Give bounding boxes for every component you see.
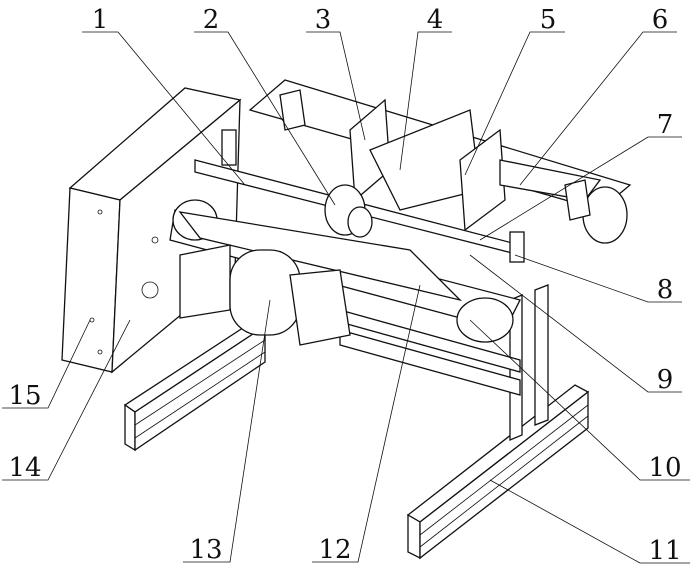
aluminum-frame <box>123 284 590 560</box>
label-4: 4 <box>427 5 444 35</box>
leader-lines <box>2 31 690 564</box>
label-3: 3 <box>315 5 332 35</box>
label-13: 13 <box>189 535 222 565</box>
label-12: 12 <box>318 535 351 565</box>
label-8: 8 <box>657 275 674 305</box>
motor <box>179 244 351 346</box>
label-9: 9 <box>657 365 674 395</box>
label-1: 1 <box>92 5 109 35</box>
label-14: 14 <box>8 453 41 483</box>
label-2: 2 <box>203 5 220 35</box>
shaft-roller <box>194 89 591 263</box>
label-15: 15 <box>8 381 41 411</box>
label-5: 5 <box>540 5 557 35</box>
label-6: 6 <box>652 5 669 35</box>
label-11: 11 <box>648 536 681 566</box>
label-7: 7 <box>657 110 674 140</box>
label-10: 10 <box>648 453 681 483</box>
